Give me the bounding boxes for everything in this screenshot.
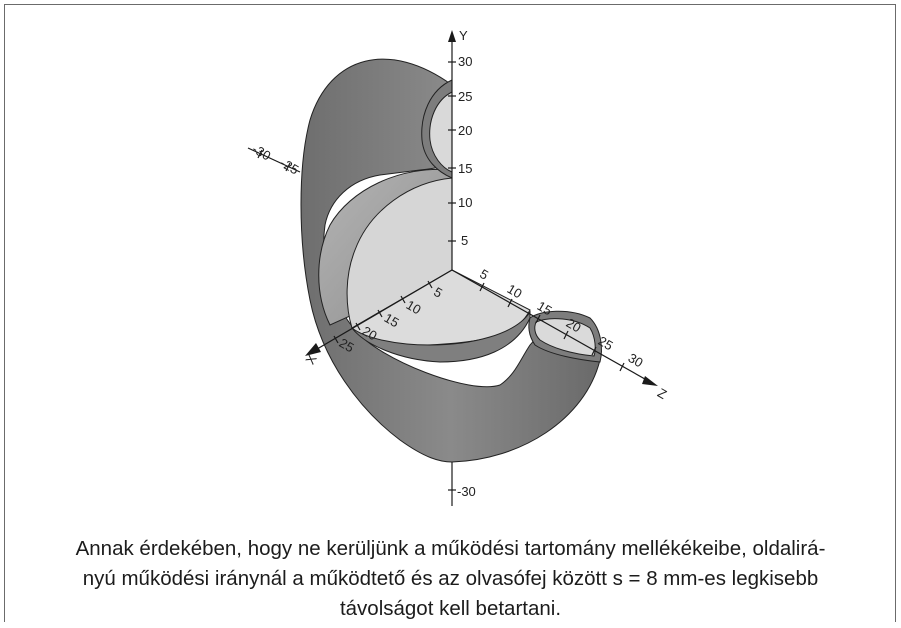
- x-tick-20: 20: [360, 323, 380, 343]
- x-tick-neg-25: -25: [278, 155, 302, 177]
- y-tick-15: 15: [458, 161, 472, 176]
- figure-frame: [4, 4, 896, 622]
- y-tick-30: 30: [458, 54, 472, 69]
- z-tick-15: 15: [535, 298, 555, 318]
- z-tick-5: 5: [477, 266, 491, 283]
- upper-small-lobe-face: [429, 91, 453, 173]
- inner-lower-band: [351, 310, 531, 363]
- z-tick-25: 25: [596, 333, 616, 353]
- x-tick-10: 10: [404, 297, 424, 317]
- z-axis-label: Z: [655, 385, 669, 402]
- y-tick-20: 20: [458, 123, 472, 138]
- x-axis: [247, 147, 453, 356]
- y-tick-5: 5: [461, 233, 468, 248]
- x-tick-neg-30: -30: [250, 141, 274, 163]
- y-tick-neg-30: -30: [457, 484, 476, 499]
- x-tick-15: 15: [382, 310, 402, 330]
- quarter-disc-face: [346, 177, 453, 329]
- z-axis: [451, 269, 658, 386]
- x-tick-25: 25: [337, 335, 357, 355]
- caption-line-2: nyú működési iránynál a működtető és az …: [82, 567, 819, 590]
- y-axis: [448, 30, 456, 506]
- z-tick-20: 20: [564, 315, 584, 335]
- caption-line-3: távolságot kell betartani.: [339, 597, 562, 620]
- z-tick-10: 10: [505, 281, 525, 301]
- y-axis-label: Y: [459, 28, 468, 43]
- z-tick-30: 30: [626, 350, 646, 370]
- caption-line-1: Annak érdekében, hogy ne kerüljünk a műk…: [75, 537, 826, 560]
- y-tick-10: 10: [458, 195, 472, 210]
- y-tick-25: 25: [458, 89, 472, 104]
- figure-caption: Annak érdekében, hogy ne kerüljünk a műk…: [0, 534, 901, 624]
- detection-zone-diagram: Y 5 10 15 20 25 30 -30 X 5 10 15 20 25 -…: [247, 28, 669, 506]
